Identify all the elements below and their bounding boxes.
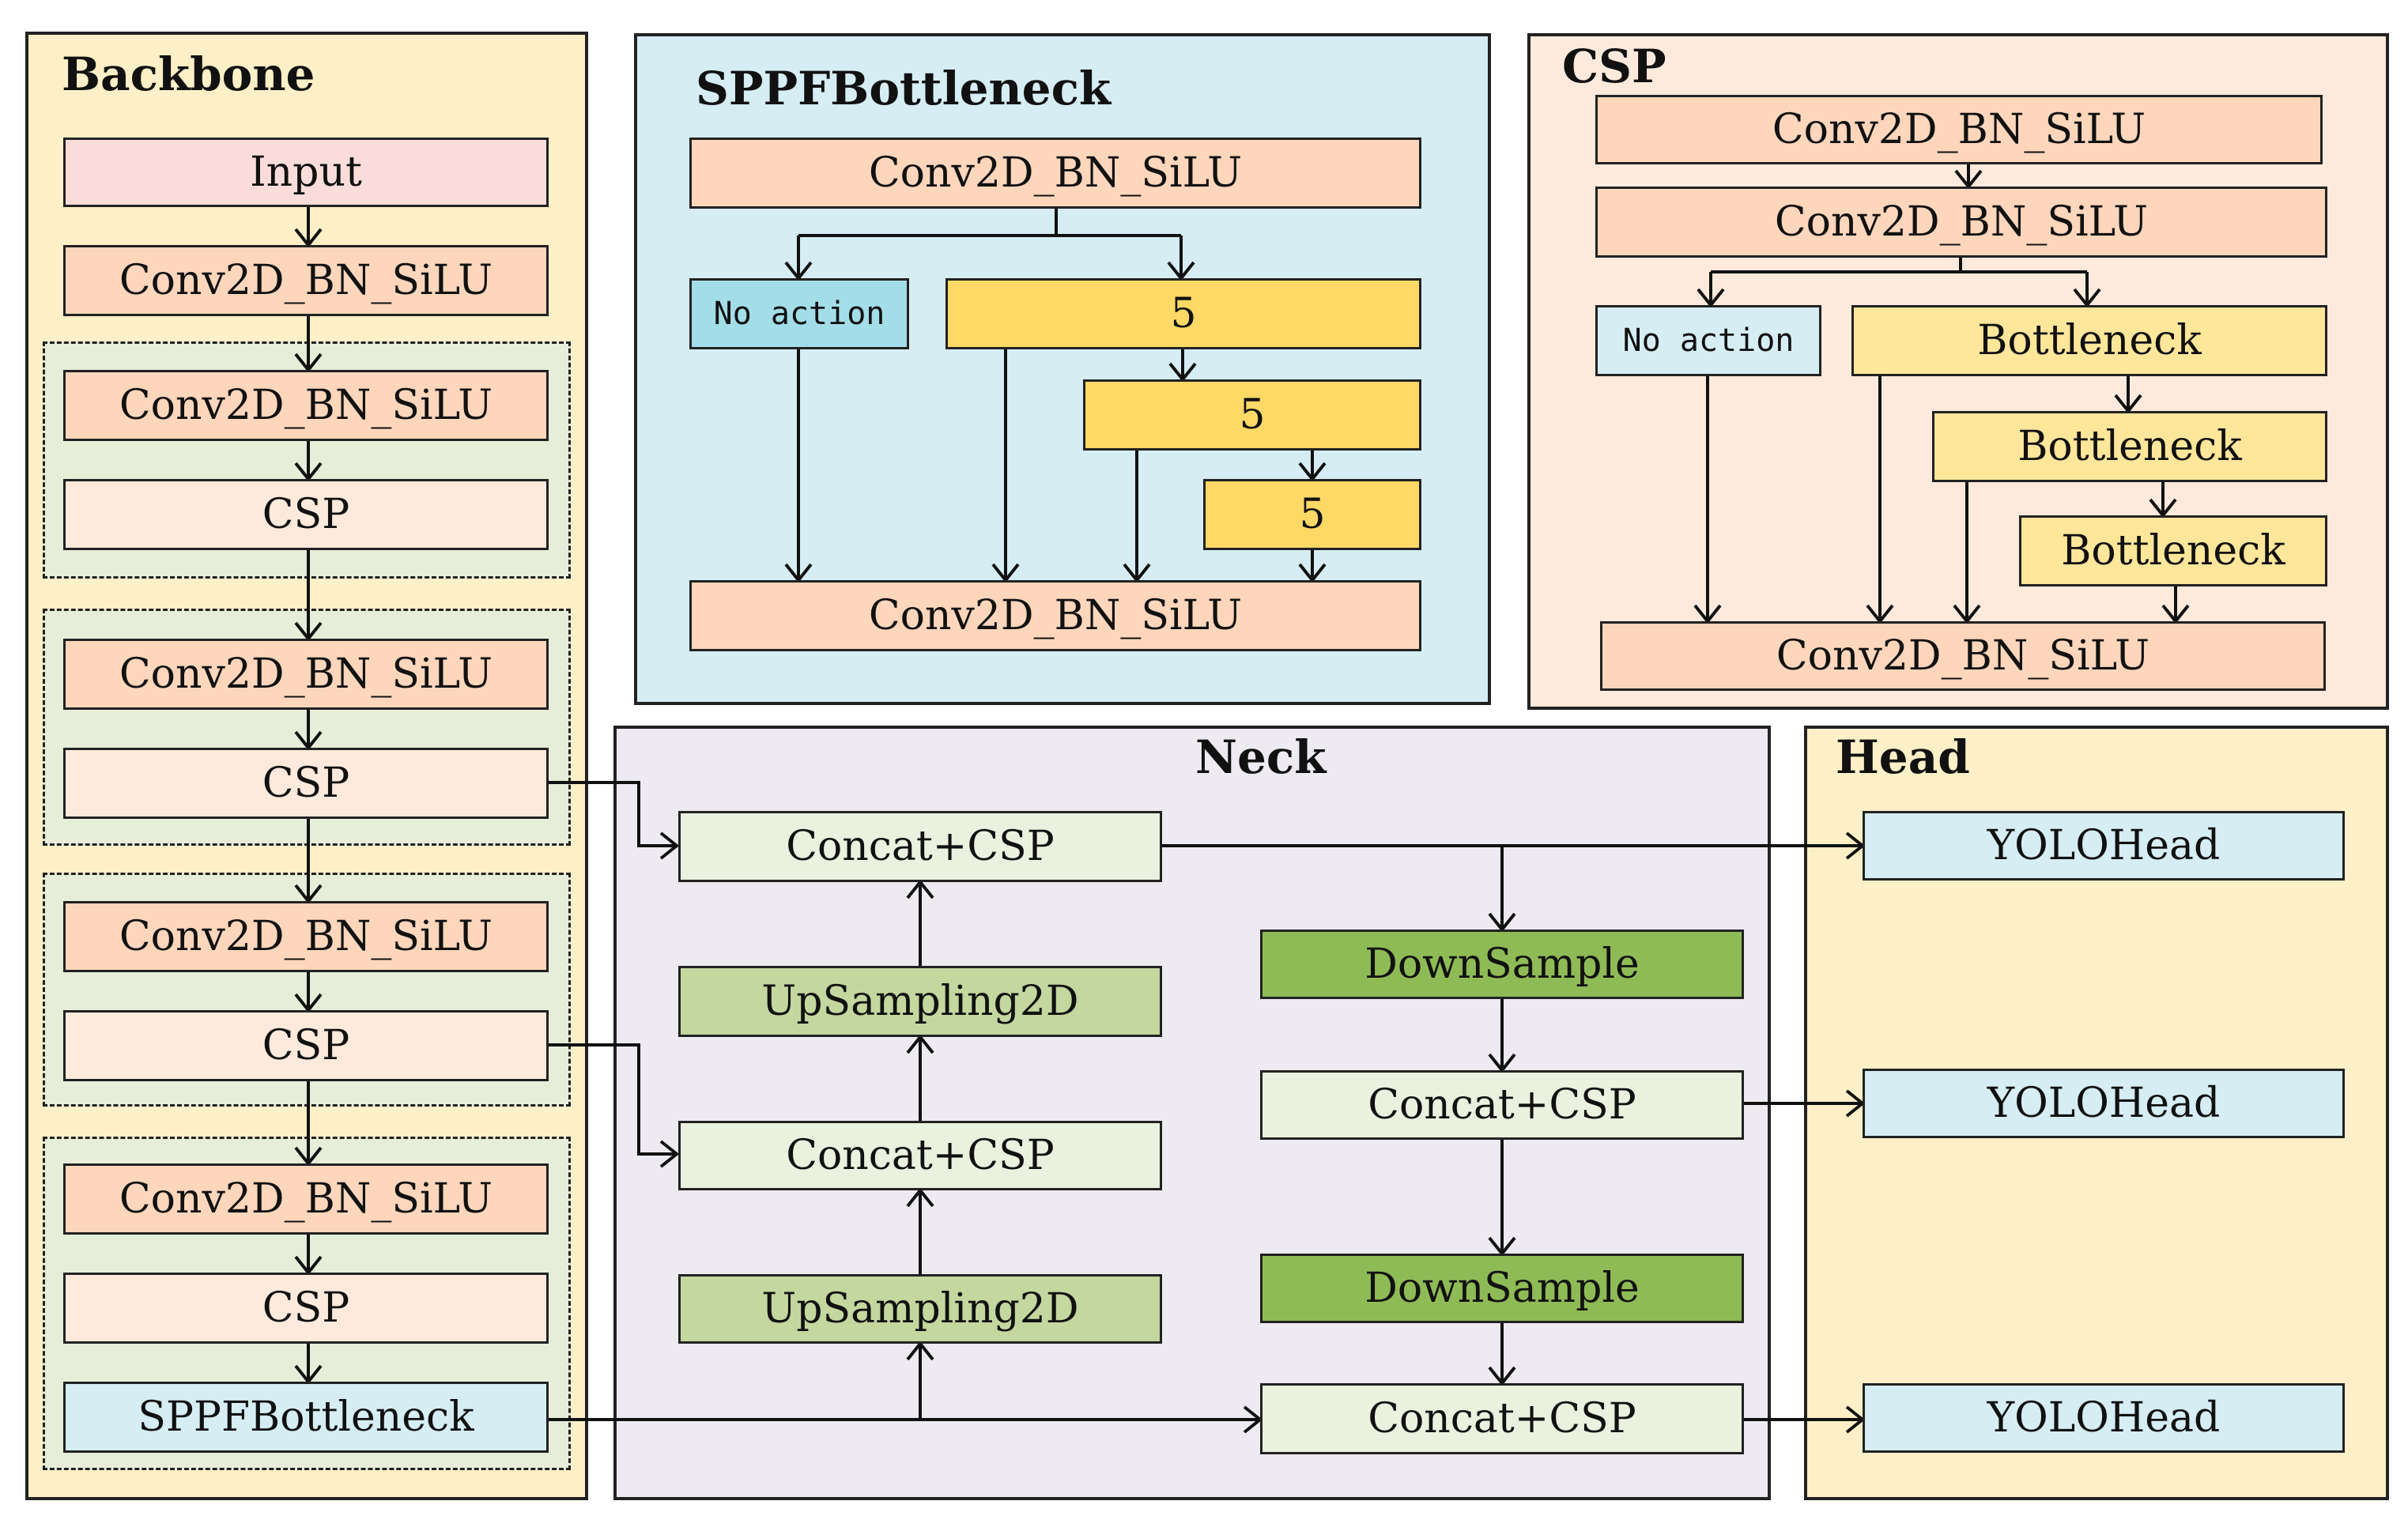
neck-concat-right-bottom: Concat+CSP bbox=[1260, 1383, 1744, 1454]
neck-concat-top: Concat+CSP bbox=[678, 811, 1162, 882]
backbone-conv-3: Conv2D_BN_SiLU bbox=[63, 901, 549, 972]
neck-downsample-1: DownSample bbox=[1260, 930, 1744, 999]
csp-conv-out: Conv2D_BN_SiLU bbox=[1600, 621, 2326, 691]
neck-upsample-top: UpSampling2D bbox=[678, 966, 1162, 1037]
sppf-no-action: No action bbox=[689, 278, 909, 349]
csp-bottleneck-1: Bottleneck bbox=[1851, 305, 2327, 376]
csp-conv-b: Conv2D_BN_SiLU bbox=[1595, 187, 2327, 258]
backbone-csp-2: CSP bbox=[63, 748, 549, 819]
yolohead-1: YOLOHead bbox=[1863, 811, 2345, 881]
backbone-conv-4: Conv2D_BN_SiLU bbox=[63, 1163, 549, 1235]
input-block: Input bbox=[63, 138, 549, 207]
yolohead-2: YOLOHead bbox=[1863, 1069, 2345, 1138]
backbone-conv-2: Conv2D_BN_SiLU bbox=[63, 639, 549, 710]
csp-bottleneck-2: Bottleneck bbox=[1932, 411, 2327, 482]
sppf-pool-3: 5 bbox=[1203, 479, 1421, 550]
sppf-conv-top: Conv2D_BN_SiLU bbox=[689, 138, 1421, 209]
neck-concat-mid: Concat+CSP bbox=[678, 1121, 1162, 1190]
backbone-csp-1: CSP bbox=[63, 479, 549, 550]
sppf-pool-1: 5 bbox=[945, 278, 1421, 349]
csp-conv-a: Conv2D_BN_SiLU bbox=[1595, 95, 2323, 164]
sppf-panel-title: SPPFBottleneck bbox=[696, 62, 1112, 115]
head-title: Head bbox=[1836, 730, 1970, 784]
backbone-csp-3: CSP bbox=[63, 1010, 549, 1081]
csp-panel-title: CSP bbox=[1562, 40, 1666, 93]
backbone-sppf: SPPFBottleneck bbox=[63, 1382, 549, 1453]
sppf-pool-2: 5 bbox=[1083, 379, 1421, 451]
csp-no-action: No action bbox=[1595, 305, 1821, 376]
neck-downsample-2: DownSample bbox=[1260, 1254, 1744, 1323]
neck-concat-right-mid: Concat+CSP bbox=[1260, 1070, 1744, 1140]
backbone-title: Backbone bbox=[62, 47, 315, 101]
neck-title: Neck bbox=[1195, 730, 1327, 784]
sppf-conv-bottom: Conv2D_BN_SiLU bbox=[689, 580, 1421, 651]
neck-upsample-bottom: UpSampling2D bbox=[678, 1274, 1162, 1344]
backbone-conv-0: Conv2D_BN_SiLU bbox=[63, 245, 549, 316]
backbone-csp-4: CSP bbox=[63, 1273, 549, 1344]
yolohead-3: YOLOHead bbox=[1863, 1383, 2345, 1453]
backbone-conv-1: Conv2D_BN_SiLU bbox=[63, 370, 549, 441]
csp-bottleneck-3: Bottleneck bbox=[2019, 515, 2327, 586]
